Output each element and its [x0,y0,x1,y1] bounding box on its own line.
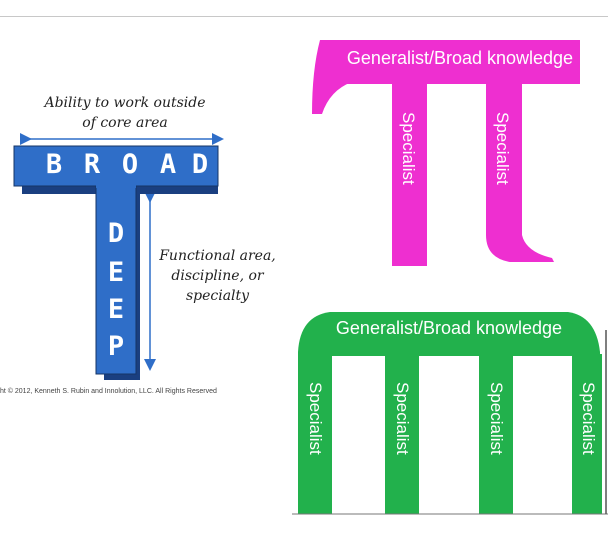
comb-shape-svg [292,312,608,515]
broad-letter: A [159,149,177,180]
top-divider [0,16,608,17]
comb-leg [298,354,332,514]
pi-left-leg [392,84,427,266]
depth-note: Functional area, discipline, or specialt… [155,246,280,306]
deep-letter: E [107,257,125,288]
broad-letter: D [191,149,209,180]
comb-top-bar [298,312,600,356]
depth-note-line1: Functional area, [159,248,276,264]
comb-leg [385,354,419,514]
depth-note-line3: specialty [185,288,250,304]
pi-leg-label: Specialist [493,112,512,185]
deep-letter: P [107,331,125,362]
broad-letter: R [83,149,101,180]
depth-note-line2: discipline, or [171,268,264,284]
pi-bar-label: Generalist/Broad knowledge [346,48,574,68]
copyright-notice: ht © 2012, Kenneth S. Rubin and Innoluti… [0,388,217,395]
comb-shape-diagram: Generalist/Broad knowledge Specialist Sp… [290,300,608,522]
pi-shape-svg [312,40,580,266]
comb-leg [572,354,602,514]
t-shape-svg [13,133,224,380]
comb-leg-label: Specialist [393,382,412,455]
pi-shape-diagram: Generalist/Broad knowledge Specialist Sp… [300,30,600,270]
pi-top-bar [320,40,580,84]
comb-leg-label: Specialist [487,382,506,455]
breadth-note-line2: of core area [82,115,168,131]
comb-leg-label: Specialist [579,382,598,455]
comb-leg-label: Specialist [306,382,325,455]
pi-right-leg [486,84,554,262]
breadth-note: Ability to work outside of core area [30,93,220,133]
deep-bar [95,185,137,375]
t-shape-diagram: Ability to work outside of core area B R… [0,0,300,420]
broad-letter: O [121,149,139,180]
pi-leg-label: Specialist [399,112,418,185]
comb-bar-label: Generalist/Broad knowledge [335,318,563,338]
broad-letter: B [45,149,63,180]
deep-letter: E [107,294,125,325]
broad-bar [13,145,219,187]
breadth-note-line1: Ability to work outside [44,95,206,111]
comb-leg [479,354,513,514]
deep-letter: D [107,218,125,249]
